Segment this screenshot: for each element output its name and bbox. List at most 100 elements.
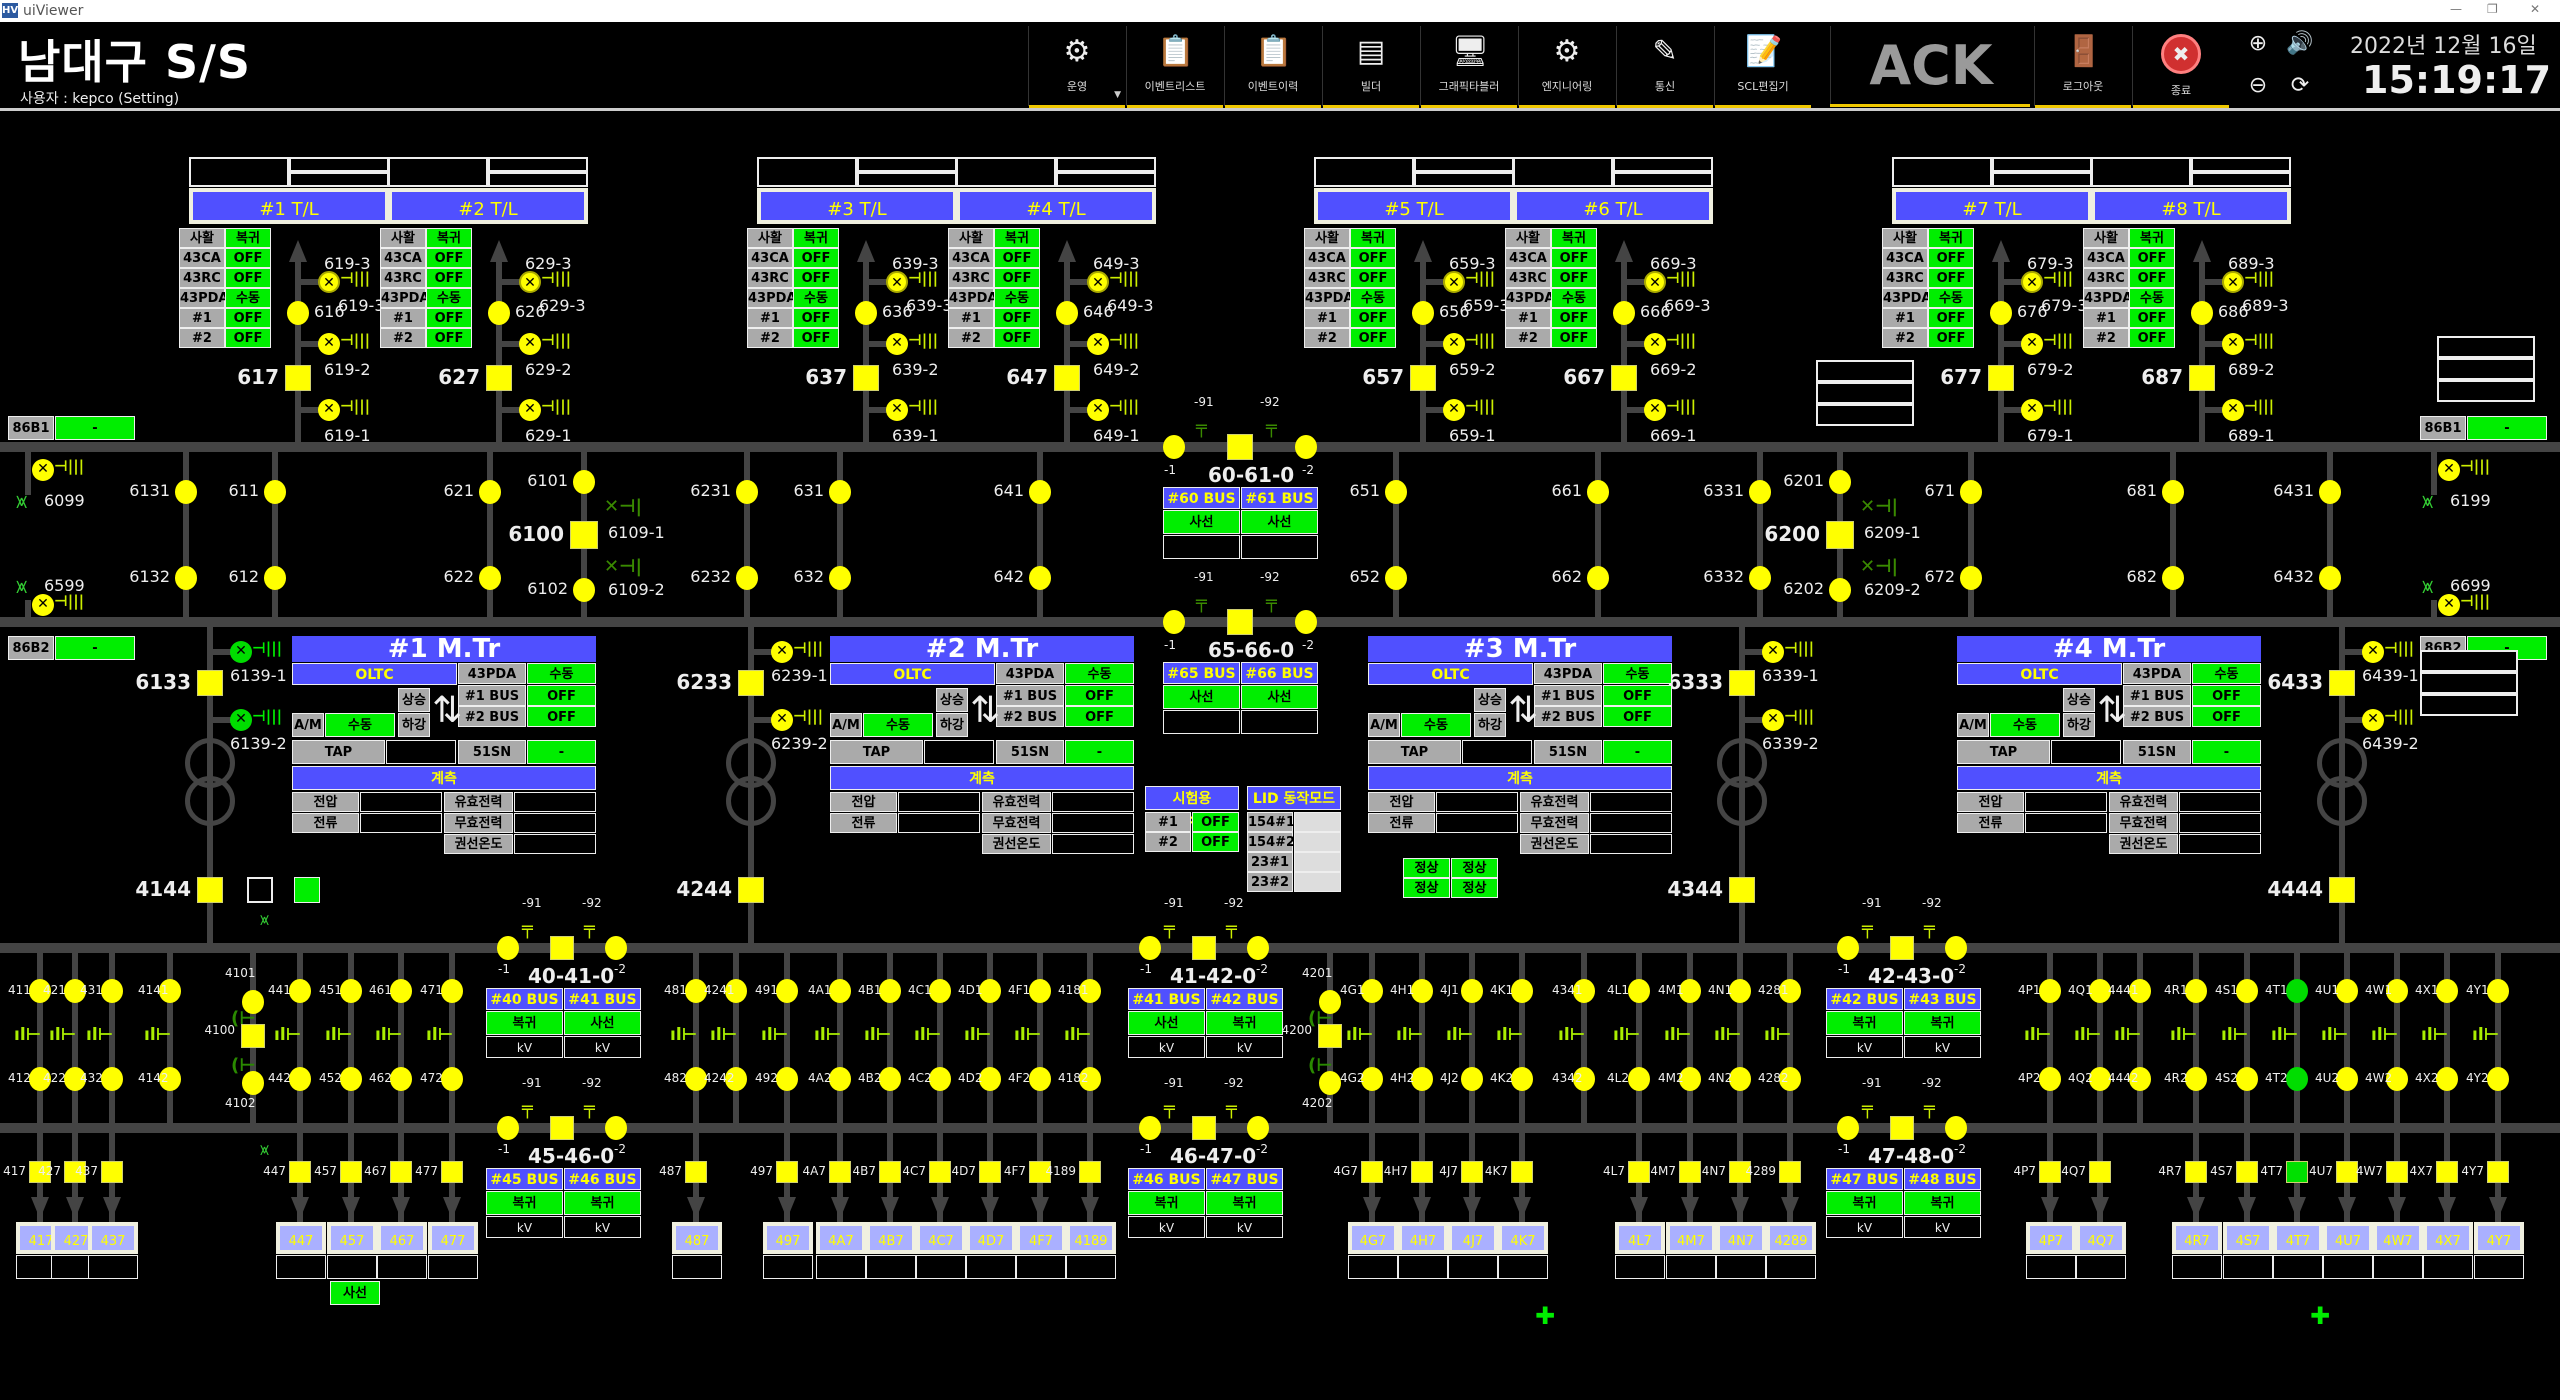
disconnect-switch[interactable] (1029, 480, 1051, 504)
feeder-box[interactable]: 4P7 (2026, 1222, 2076, 1254)
disconnect-switch[interactable] (1319, 1071, 1341, 1095)
circuit-breaker[interactable] (1826, 521, 1854, 549)
circuit-breaker[interactable] (1628, 1161, 1650, 1183)
circuit-breaker[interactable] (738, 670, 764, 696)
earthing-switch-icon[interactable]: ✕ (2021, 333, 2043, 355)
disconnect-switch[interactable] (1056, 301, 1078, 325)
ground-switch-icon[interactable]: ıl⊢ (2074, 1025, 2102, 1045)
earthing-switch-icon[interactable]: ✕ (886, 333, 908, 355)
ground-switch-icon[interactable]: (⊢ (1308, 1008, 1333, 1029)
oltc-button[interactable]: OLTC (1368, 663, 1533, 685)
tl-status-value[interactable]: OFF (1350, 248, 1396, 268)
disconnect-switch[interactable] (1511, 1067, 1533, 1091)
disconnect-switch[interactable] (1411, 979, 1433, 1003)
ground-switch-icon[interactable]: ıl⊢ (1714, 1025, 1742, 1045)
ground-switch-icon[interactable]: ıl⊢ (325, 1025, 353, 1045)
tl-status-value[interactable]: OFF (2129, 308, 2175, 328)
disconnect-switch[interactable] (736, 480, 758, 504)
earthing-switch-icon[interactable]: ✕ (32, 459, 54, 481)
tl-status-value[interactable]: OFF (2129, 268, 2175, 288)
disconnect-switch[interactable] (2039, 1067, 2061, 1091)
ground-switch-icon[interactable]: ıl⊢ (2472, 1025, 2500, 1045)
minimize-button[interactable]: — (2450, 2, 2462, 16)
tl-status-value[interactable]: OFF (225, 328, 271, 348)
am-value[interactable]: 수동 (325, 713, 395, 737)
toolbar-button-scl-editor[interactable]: 📝SCL편집기 (1714, 26, 1811, 108)
tl-status-value[interactable]: OFF (793, 268, 839, 288)
feeder-box[interactable]: 4289 (1766, 1222, 1816, 1254)
disconnect-switch[interactable] (2286, 1067, 2308, 1091)
ground-switch-icon[interactable]: ıl⊢ (2114, 1025, 2142, 1045)
tl-status-value[interactable]: OFF (1928, 308, 1974, 328)
reset-value[interactable]: - (1603, 740, 1672, 764)
feeder-box[interactable]: 487 (672, 1222, 722, 1254)
ground-switch-icon[interactable]: ıl⊢ (1613, 1025, 1641, 1045)
circuit-breaker[interactable] (340, 1161, 362, 1183)
tl-status-value[interactable]: 수동 (426, 288, 472, 308)
feeder-box[interactable]: 4G7 (1348, 1222, 1398, 1254)
earthing-switch-icon[interactable]: ✕ (318, 399, 340, 421)
disconnect-switch[interactable] (159, 1067, 181, 1091)
earthing-switch-icon[interactable]: ✕ (1443, 271, 1465, 293)
feeder-box[interactable]: 497 (763, 1222, 813, 1254)
disconnect-switch[interactable] (1837, 936, 1859, 960)
disconnect-switch[interactable] (289, 1067, 311, 1091)
earthing-switch-icon[interactable]: ✕ (519, 271, 541, 293)
oltc-button[interactable]: OLTC (830, 663, 995, 685)
earthing-switch-icon[interactable]: ✕ (1087, 399, 1109, 421)
disconnect-switch[interactable] (1079, 979, 1101, 1003)
circuit-breaker[interactable] (1029, 1161, 1051, 1183)
ground-switch-icon[interactable]: ıl⊢ (1664, 1025, 1692, 1045)
ground-switch-icon[interactable]: ╤ (1266, 417, 1277, 438)
tl-status-value[interactable]: OFF (2129, 328, 2175, 348)
disconnect-switch[interactable] (879, 1067, 901, 1091)
earthing-switch-icon[interactable]: ✕ (318, 333, 340, 355)
ground-switch-icon[interactable]: ╤ (1924, 1098, 1935, 1119)
ground-switch-icon[interactable]: (⊢ (1308, 1055, 1333, 1076)
tl-status-value[interactable]: 복귀 (793, 228, 839, 248)
disconnect-switch[interactable] (101, 1067, 123, 1091)
circuit-breaker[interactable] (550, 936, 574, 960)
earthing-switch-icon[interactable]: ✕ (2438, 459, 2460, 481)
toolbar-button-builder[interactable]: ▤빌더 (1322, 26, 1419, 108)
disconnect-switch[interactable] (1679, 979, 1701, 1003)
circuit-breaker[interactable] (1890, 1116, 1914, 1140)
value[interactable]: OFF (1603, 706, 1672, 727)
disconnect-switch[interactable] (1163, 610, 1185, 634)
earthing-switch-icon[interactable]: ✕ (1087, 271, 1109, 293)
disconnect-switch[interactable] (29, 979, 51, 1003)
bus-status[interactable]: 복귀 (1826, 1011, 1903, 1035)
ground-switch-icon[interactable]: ıl⊢ (49, 1025, 77, 1045)
disconnect-switch[interactable] (1361, 1067, 1383, 1091)
feeder-box[interactable]: 4S7 (2223, 1222, 2273, 1254)
feeder-box[interactable]: 477 (428, 1222, 478, 1254)
disconnect-switch[interactable] (1139, 1116, 1161, 1140)
ground-switch-icon[interactable]: ╤ (1226, 1098, 1237, 1119)
toolbar-button-event-history[interactable]: 📋이벤트이력 (1224, 26, 1321, 108)
earthing-switch-icon[interactable]: ✕ (2438, 594, 2460, 616)
circuit-breaker[interactable] (1511, 1161, 1533, 1183)
circuit-breaker[interactable] (1461, 1161, 1483, 1183)
toolbar-button-event-list[interactable]: 📋이벤트리스트 (1126, 26, 1223, 108)
disconnect-switch[interactable] (1628, 979, 1650, 1003)
disconnect-switch[interactable] (1029, 1067, 1051, 1091)
ground-switch-icon[interactable]: ıl⊢ (144, 1025, 172, 1045)
tl-status-value[interactable]: OFF (225, 248, 271, 268)
tl-status-value[interactable]: OFF (994, 248, 1040, 268)
ground-switch-icon[interactable]: (⊢ (231, 1055, 256, 1076)
disconnect-switch[interactable] (776, 1067, 798, 1091)
disconnect-switch[interactable] (340, 1067, 362, 1091)
circuit-breaker[interactable] (1079, 1161, 1101, 1183)
ground-switch-icon[interactable]: ıl⊢ (2271, 1025, 2299, 1045)
feeder-box[interactable]: 4F7 (1016, 1222, 1066, 1254)
disconnect-switch[interactable] (2436, 1067, 2458, 1091)
ground-switch-icon[interactable]: ıl⊢ (2221, 1025, 2249, 1045)
circuit-breaker[interactable] (1729, 1161, 1751, 1183)
feeder-box[interactable]: 437 (88, 1222, 138, 1254)
disconnect-switch[interactable] (2162, 566, 2184, 590)
disconnect-switch[interactable] (1779, 1067, 1801, 1091)
disconnect-switch[interactable] (1247, 1116, 1269, 1140)
disconnect-switch[interactable] (441, 1067, 463, 1091)
circuit-breaker[interactable] (2487, 1161, 2509, 1183)
tl-status-value[interactable]: 수동 (2129, 288, 2175, 308)
